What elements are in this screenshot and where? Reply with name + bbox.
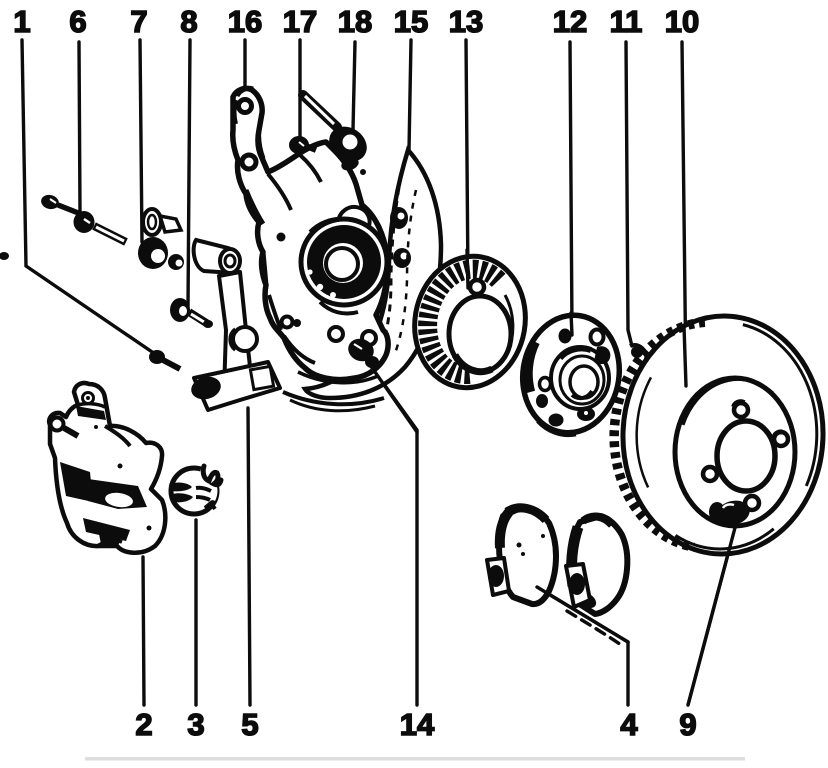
svg-text:2: 2 — [135, 707, 152, 742]
svg-text:6: 6 — [69, 4, 86, 39]
svg-text:16: 16 — [228, 4, 262, 39]
svg-text:10: 10 — [665, 4, 699, 39]
svg-text:18: 18 — [338, 4, 372, 39]
svg-text:12: 12 — [553, 4, 587, 39]
svg-text:15: 15 — [394, 4, 428, 39]
svg-text:1: 1 — [13, 4, 30, 39]
svg-text:17: 17 — [283, 4, 317, 39]
svg-text:4: 4 — [620, 707, 638, 742]
svg-text:13: 13 — [449, 4, 483, 39]
svg-text:7: 7 — [130, 4, 147, 39]
svg-text:11: 11 — [610, 4, 643, 39]
svg-text:9: 9 — [679, 707, 696, 742]
svg-text:3: 3 — [187, 707, 204, 742]
svg-text:5: 5 — [241, 707, 258, 742]
svg-text:8: 8 — [180, 4, 197, 39]
svg-text:14: 14 — [400, 707, 435, 742]
